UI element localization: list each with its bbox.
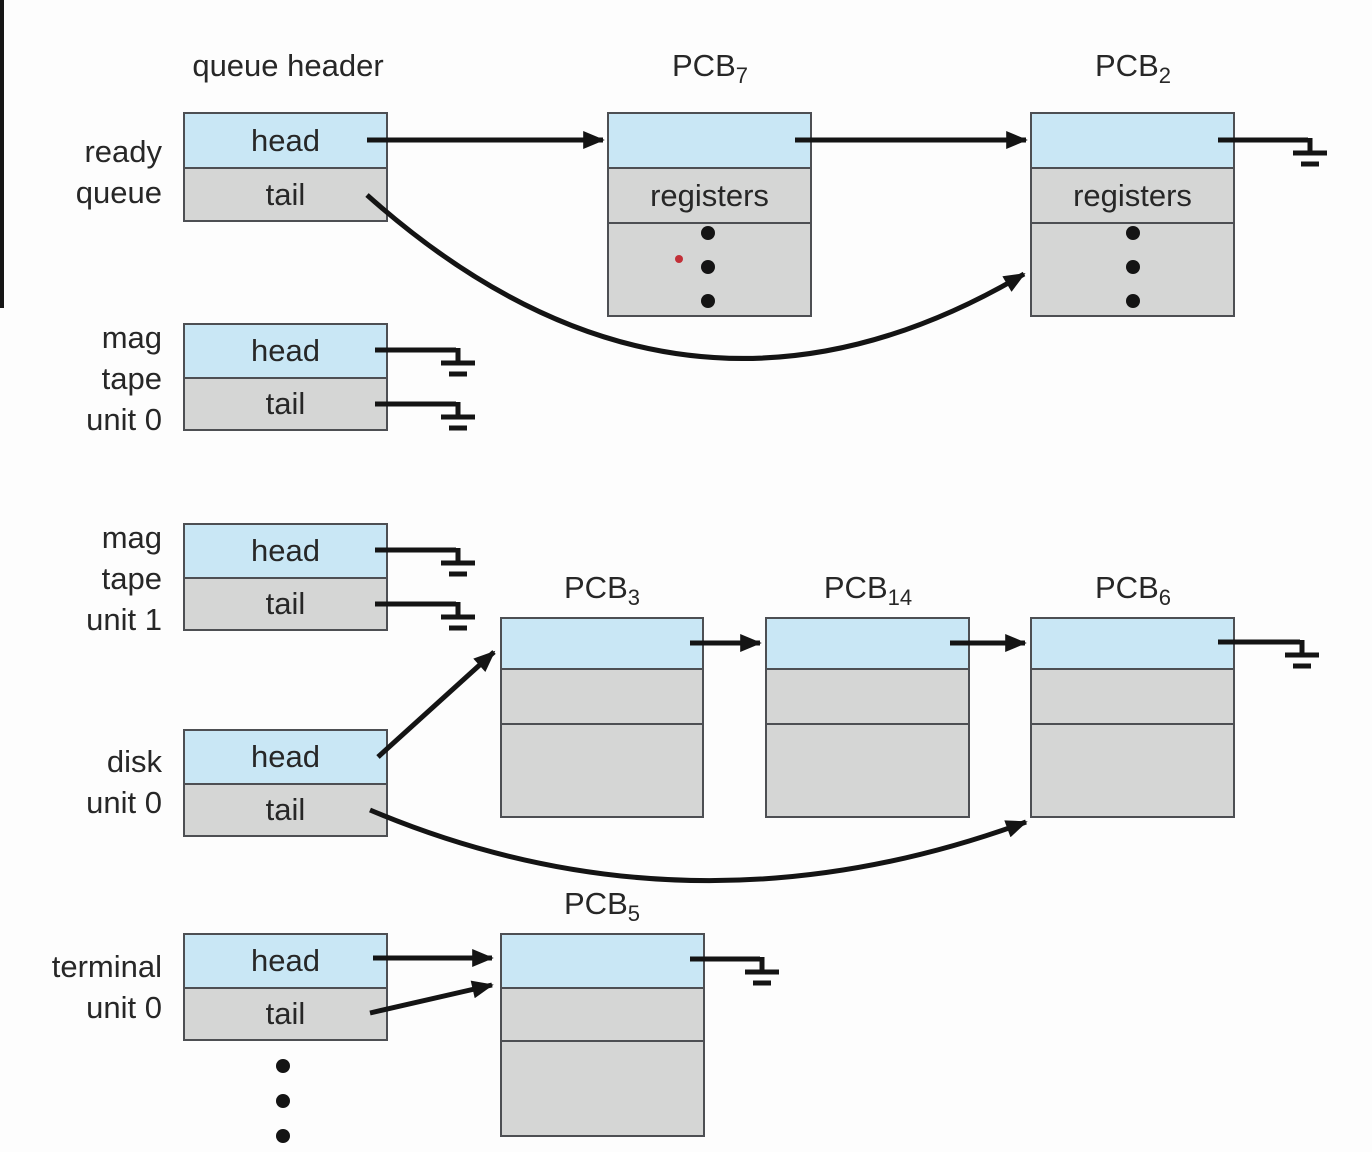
ground-icon [745, 957, 779, 983]
label-disk-unit-0: disk unit 0 [20, 741, 162, 823]
label-line: unit 0 [86, 990, 162, 1025]
pcb3-box [500, 617, 704, 818]
terminal-unit-0-tail-cell: tail [185, 987, 386, 1039]
ready-queue-head-cell: head [185, 114, 386, 167]
pcb14-title: PCB14 [768, 570, 968, 609]
pcb3-registers-cell [502, 668, 702, 723]
ground-icon [1285, 640, 1319, 666]
pcb2-more-fields-cell [1032, 222, 1233, 315]
mag-tape-unit-0-head-cell: head [185, 325, 386, 377]
label-line: queue [75, 175, 162, 210]
ready-queue-box: head tail [183, 112, 388, 222]
pcb6-link-cell [1032, 619, 1233, 668]
label-line: terminal [51, 949, 162, 984]
label-line: mag [101, 320, 162, 355]
ground-icon [441, 548, 475, 574]
ground-icon [441, 402, 475, 428]
pcb2-title: PCB2 [1033, 48, 1233, 87]
pcb7-registers-cell: registers [609, 167, 810, 222]
label-mag-tape-unit-0: mag tape unit 0 [20, 317, 162, 440]
pcb3-more-fields-cell [502, 723, 702, 816]
terminal-unit-0-box: head tail [183, 933, 388, 1041]
pcb6-title-sub: 6 [1158, 585, 1171, 611]
pcb5-registers-cell [502, 987, 703, 1040]
label-mag-tape-unit-1: mag tape unit 1 [20, 517, 162, 640]
arrow-disk-head-to-pcb3 [376, 650, 496, 759]
label-terminal-unit-0: terminal unit 0 [2, 946, 162, 1028]
terminal-queues-ellipsis-dots [276, 1059, 290, 1143]
label-line: unit 0 [86, 785, 162, 820]
pcb7-box: registers [607, 112, 812, 317]
ready-queue-tail-cell: tail [185, 167, 386, 220]
pcb5-link-cell [502, 935, 703, 987]
mag-tape-unit-1-head-cell: head [185, 525, 386, 577]
label-line: unit 1 [86, 602, 162, 637]
ground-icon [1293, 138, 1327, 164]
disk-unit-0-head-cell: head [185, 731, 386, 783]
mag-tape-unit-0-tail-cell: tail [185, 377, 386, 429]
queue-header-title: queue header [192, 48, 384, 83]
pcb2-registers-cell: registers [1032, 167, 1233, 222]
mag-tape-unit-0-box: head tail [183, 323, 388, 431]
label-line: mag [101, 520, 162, 555]
ground-icon [441, 602, 475, 628]
pcb7-link-cell [609, 114, 810, 167]
ground-icon [441, 348, 475, 374]
pcb5-title: PCB5 [502, 886, 702, 925]
terminal-unit-0-head-cell: head [185, 935, 386, 987]
arrow-terminal-tail-to-pcb5 [369, 980, 494, 1016]
label-line: unit 0 [86, 402, 162, 437]
pcb6-title-base: PCB [1095, 570, 1159, 605]
disk-unit-0-box: head tail [183, 729, 388, 837]
pcb2-box: registers [1030, 112, 1235, 317]
pcb5-title-sub: 5 [627, 901, 640, 927]
pcb7-title-sub: 7 [735, 63, 748, 89]
arrow-disk-tail-to-pcb6 [369, 807, 1028, 884]
label-line: disk [106, 744, 162, 779]
pcb14-more-fields-cell [767, 723, 968, 816]
pcb6-box [1030, 617, 1235, 818]
pcb7-more-fields-cell [609, 222, 810, 315]
pcb14-box [765, 617, 970, 818]
pcb2-link-cell [1032, 114, 1233, 167]
pcb5-title-base: PCB [564, 886, 628, 921]
disk-unit-0-tail-cell: tail [185, 783, 386, 835]
pcb6-more-fields-cell [1032, 723, 1233, 816]
label-line: tape [101, 361, 162, 396]
pcb14-title-sub: 14 [887, 585, 913, 611]
mag-tape-unit-1-tail-cell: tail [185, 577, 386, 629]
label-line: tape [101, 561, 162, 596]
pcb5-more-fields-cell [502, 1040, 703, 1135]
pcb14-title-base: PCB [823, 570, 888, 605]
label-line: ready [84, 134, 162, 169]
pcb6-title: PCB6 [1033, 570, 1233, 609]
pcb6-registers-cell [1032, 668, 1233, 723]
pcb14-link-cell [767, 619, 968, 668]
pcb2-title-sub: 2 [1158, 63, 1171, 89]
pcb2-title-base: PCB [1095, 48, 1159, 83]
mag-tape-unit-1-box: head tail [183, 523, 388, 631]
pcb7-title: PCB7 [610, 48, 810, 87]
pcb3-link-cell [502, 619, 702, 668]
pcb3-title: PCB3 [502, 570, 702, 609]
pcb3-title-base: PCB [564, 570, 628, 605]
pcb3-title-sub: 3 [627, 585, 640, 611]
pcb5-box [500, 933, 705, 1137]
pcb7-title-base: PCB [672, 48, 736, 83]
left-edge-artifact [0, 0, 4, 308]
label-ready-queue: ready queue [20, 131, 162, 213]
pcb14-registers-cell [767, 668, 968, 723]
